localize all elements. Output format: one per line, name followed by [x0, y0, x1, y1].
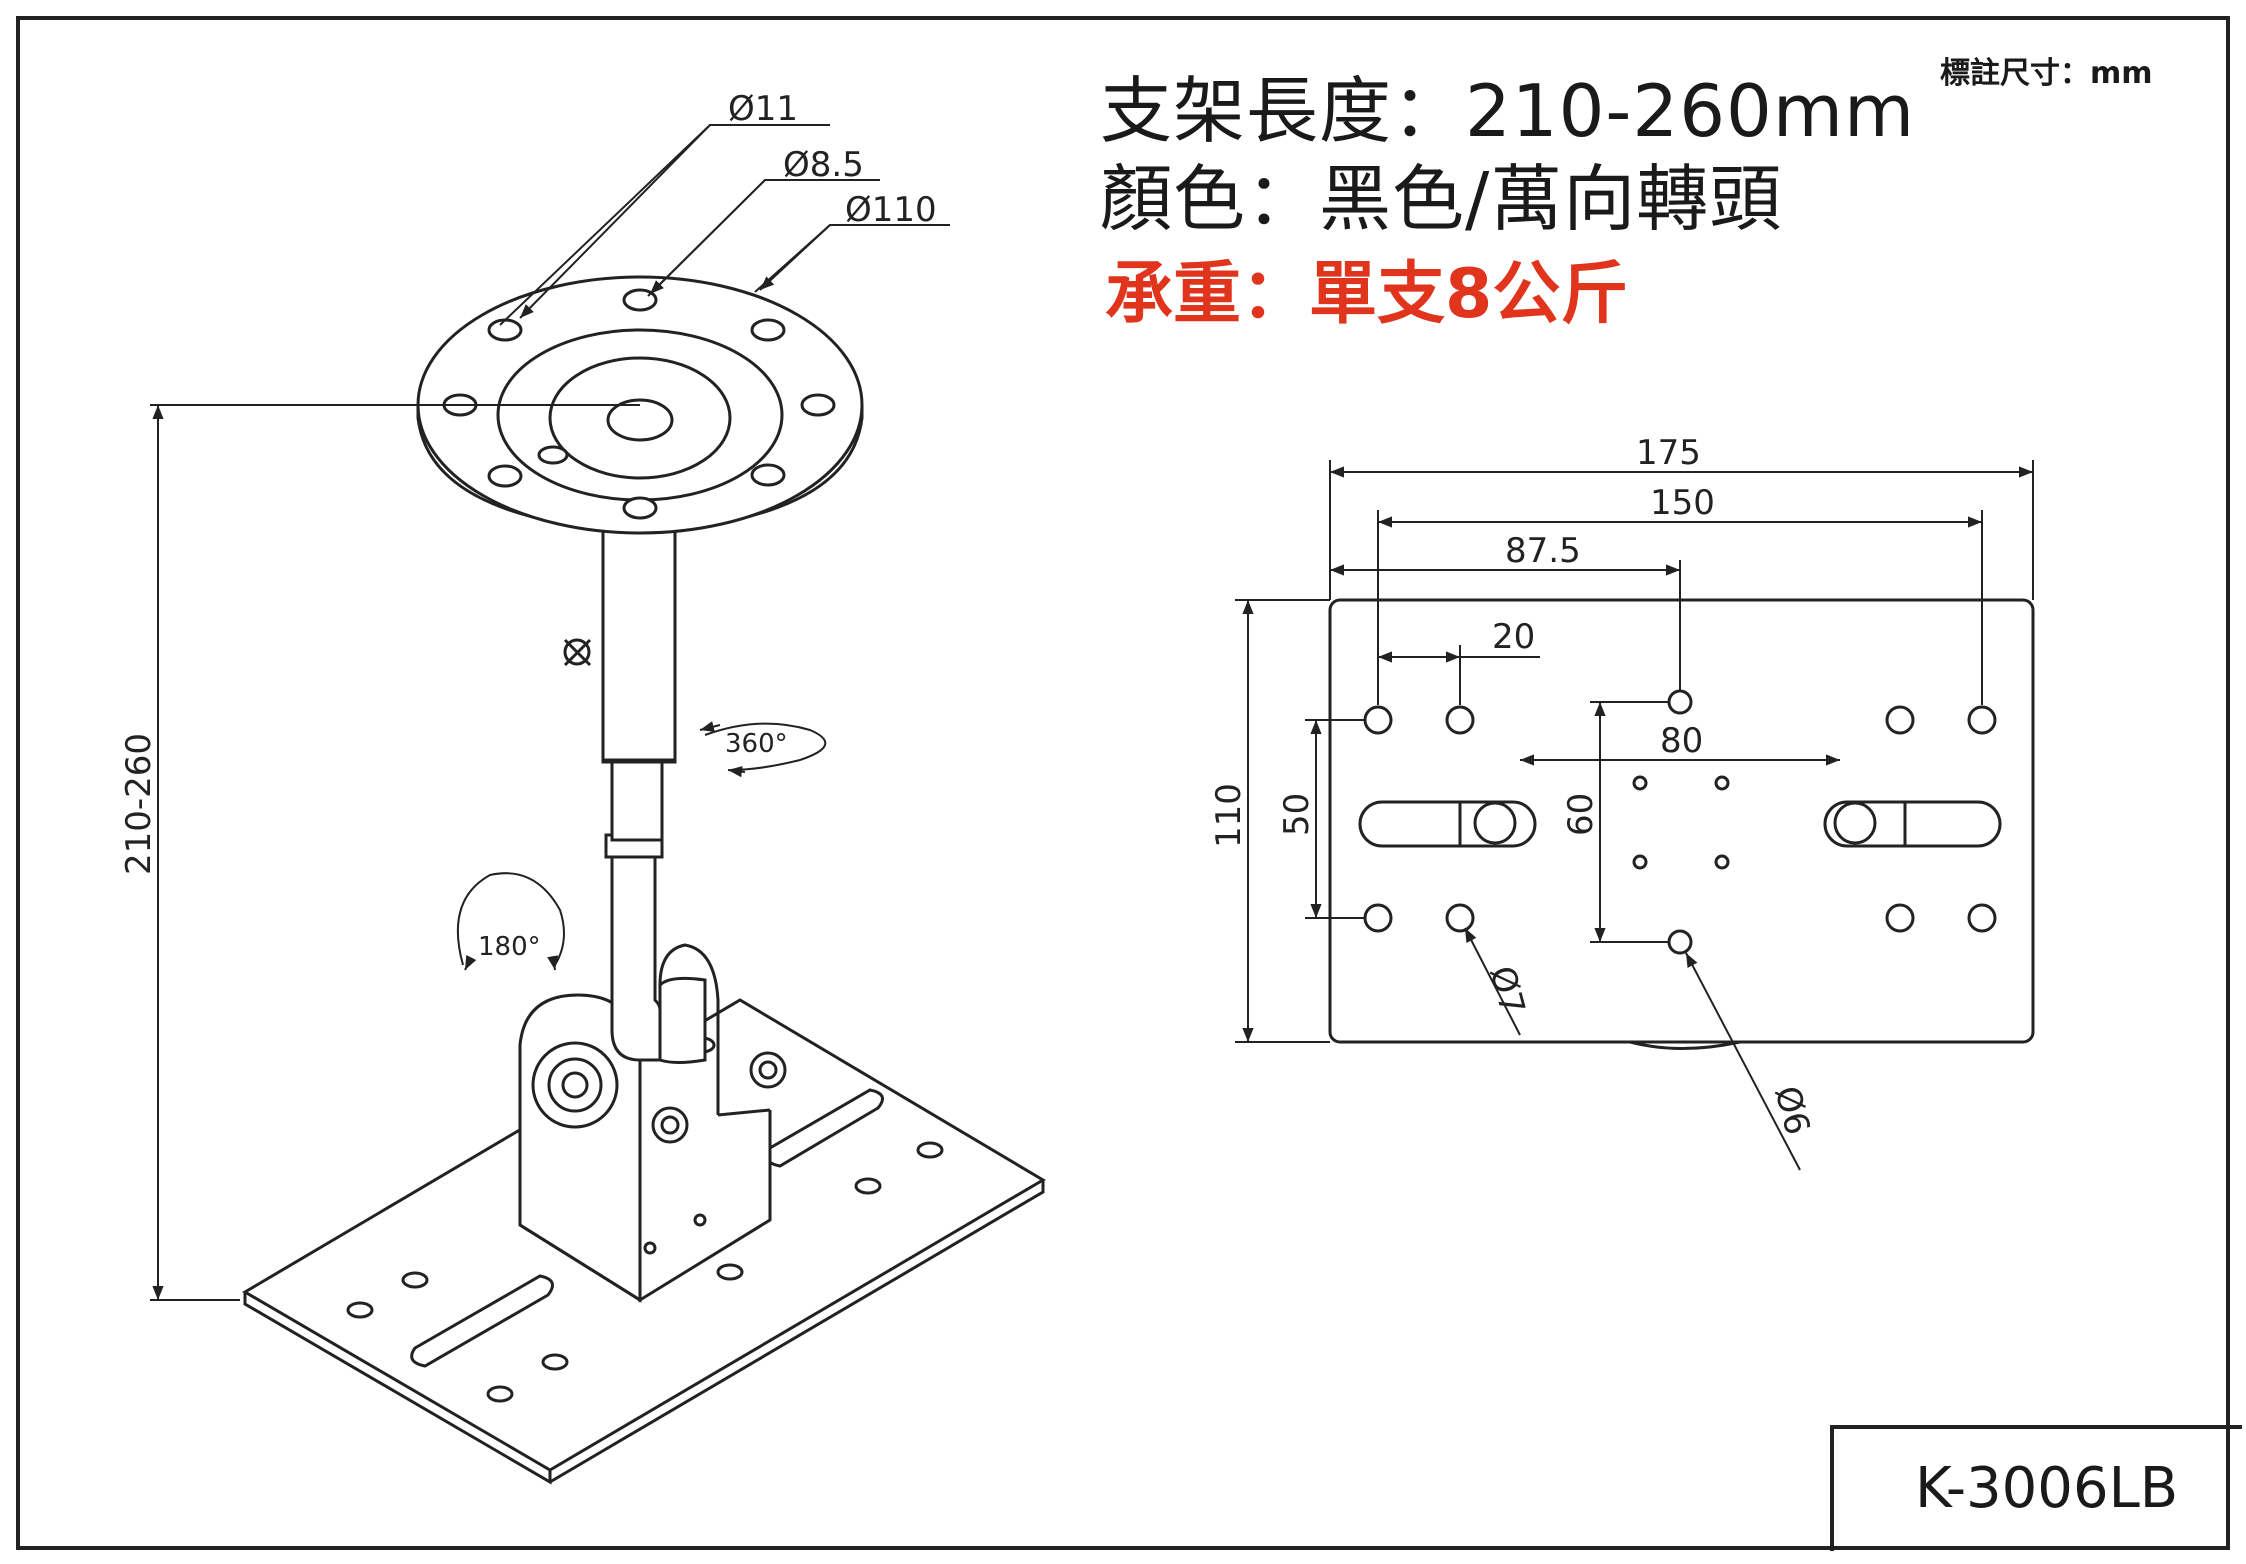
- label-w20: 20: [1492, 617, 1535, 657]
- label-d85: Ø8.5: [783, 145, 864, 185]
- upper-tube: [610, 758, 664, 842]
- u-bracket: [518, 943, 772, 1303]
- plate-plan-view: [1328, 598, 2035, 1050]
- plate-outline: [1328, 598, 2035, 1044]
- label-w175: 175: [1636, 433, 1701, 473]
- label-height: 210-260: [119, 733, 159, 875]
- label-w87-5: 87.5: [1505, 531, 1581, 571]
- label-rotation-360: 360°: [725, 729, 788, 759]
- plate-bottom-tab: [1629, 1040, 1741, 1050]
- model-number-box: [1830, 1425, 2242, 1551]
- spec-load: 承重：單支8公斤: [1105, 255, 1629, 334]
- model-number: K-3006LB: [1915, 1456, 2179, 1521]
- sheet-border: [16, 16, 2230, 1550]
- iso-dimensions: [150, 124, 950, 1301]
- lower-tube: [610, 848, 662, 1062]
- locking-knobs: [563, 638, 787, 1144]
- label-d110: Ø110: [845, 190, 937, 230]
- iso-labels: Ø11 Ø8.5 Ø110 360° 180° 210-260: [119, 89, 937, 962]
- bracket-isometric: [242, 275, 1046, 1485]
- label-d11: Ø11: [728, 89, 798, 129]
- label-w80: 80: [1660, 721, 1703, 761]
- units-note: 標註尺寸：mm: [1940, 56, 2153, 91]
- outer-tube: [601, 528, 677, 764]
- spec-color: 顏色：黑色/萬向轉頭: [1100, 157, 1783, 241]
- label-rotation-180: 180°: [478, 932, 541, 962]
- label-h110: 110: [1209, 783, 1249, 848]
- plate-labels: 175 150 87.5 20 80 110 50 60 Ø7 Ø6: [1209, 433, 1817, 1139]
- label-h60: 60: [1561, 793, 1601, 836]
- label-d6: Ø6: [1766, 1082, 1817, 1139]
- label-w150: 150: [1650, 483, 1715, 523]
- label-h50: 50: [1277, 793, 1317, 836]
- ceiling-disc: [416, 275, 864, 535]
- plate-dimensions: [1235, 460, 2034, 1171]
- spec-length: 支架長度：210-260mm: [1100, 69, 1916, 153]
